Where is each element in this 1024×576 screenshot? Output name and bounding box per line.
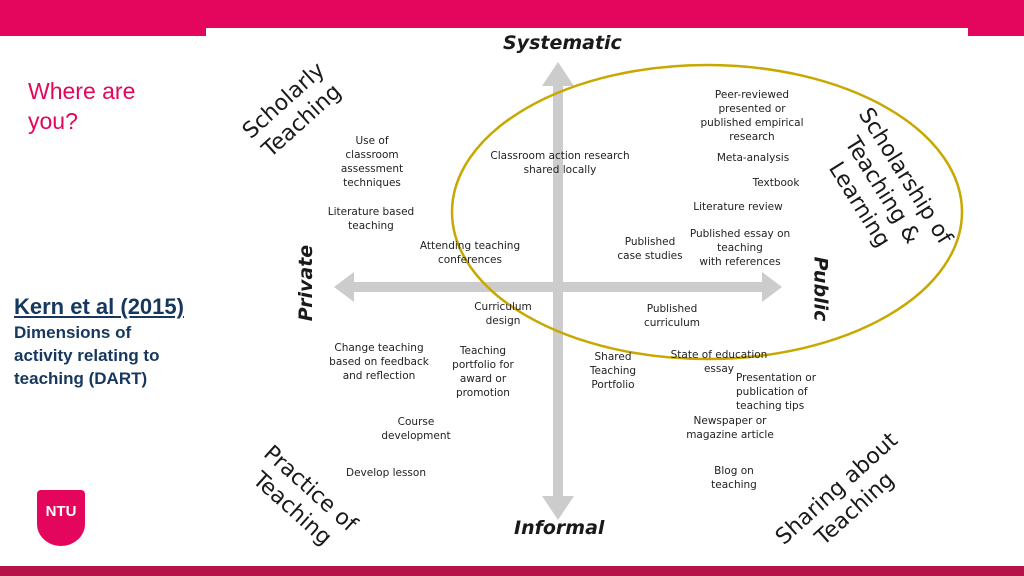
item-attending-conferences: Attending teaching conferences [419, 240, 521, 266]
item-shared-portfolio: Shared Teaching Portfolio [589, 351, 637, 391]
dart-diagram: Systematic Informal Private Public Schol… [206, 32, 1024, 566]
top-bar-notch [206, 28, 968, 36]
item-use-of-classroom: Use of classroom assessment techniques [340, 135, 404, 189]
item-published-essay: Published essay on teaching with referen… [689, 228, 791, 268]
item-state-of-education: State of education essay [670, 349, 768, 375]
item-literature-based: Literature based teaching [327, 206, 415, 232]
citation-description: Dimensions of activity relating to teach… [14, 323, 160, 388]
bottom-brand-bar [0, 566, 1024, 576]
axis-label-top: Systematic [503, 32, 622, 54]
diagram-graphics [334, 62, 964, 520]
item-meta-analysis: Meta-analysis [716, 152, 790, 164]
item-teaching-portfolio: Teaching portfolio for award or promotio… [452, 345, 514, 399]
item-presentation-tips: Presentation or publication of teaching … [736, 372, 817, 412]
item-change-teaching: Change teaching based on feedback and re… [329, 342, 429, 382]
item-course-development: Course development [381, 416, 451, 442]
item-develop-lesson: Develop lesson [346, 467, 426, 479]
item-literature-review: Literature review [693, 201, 783, 213]
citation-link[interactable]: Kern et al (2015) [14, 294, 184, 319]
item-published-case: Published case studies [617, 236, 683, 262]
ntu-logo: NTU [37, 490, 85, 546]
axis-label-right: Public [809, 256, 832, 322]
citation-block: Kern et al (2015) Dimensions of activity… [14, 294, 194, 390]
item-peer-reviewed: Peer-reviewed presented or published emp… [700, 89, 804, 143]
item-curriculum-design: Curriculum design [474, 301, 532, 327]
item-classroom-action: Classroom action research shared locally [490, 150, 630, 176]
slide-question: Where are you? [28, 78, 136, 134]
item-textbook: Textbook [752, 177, 800, 189]
axis-label-left: Private [295, 244, 318, 322]
item-newspaper: Newspaper or magazine article [686, 415, 774, 441]
axis-label-bottom: Informal [514, 517, 605, 539]
item-blog: Blog on teaching [711, 465, 757, 491]
horizontal-axis-arrow [334, 272, 782, 302]
sotl-highlight-ellipse [450, 63, 964, 361]
item-published-curriculum: Published curriculum [643, 303, 701, 329]
